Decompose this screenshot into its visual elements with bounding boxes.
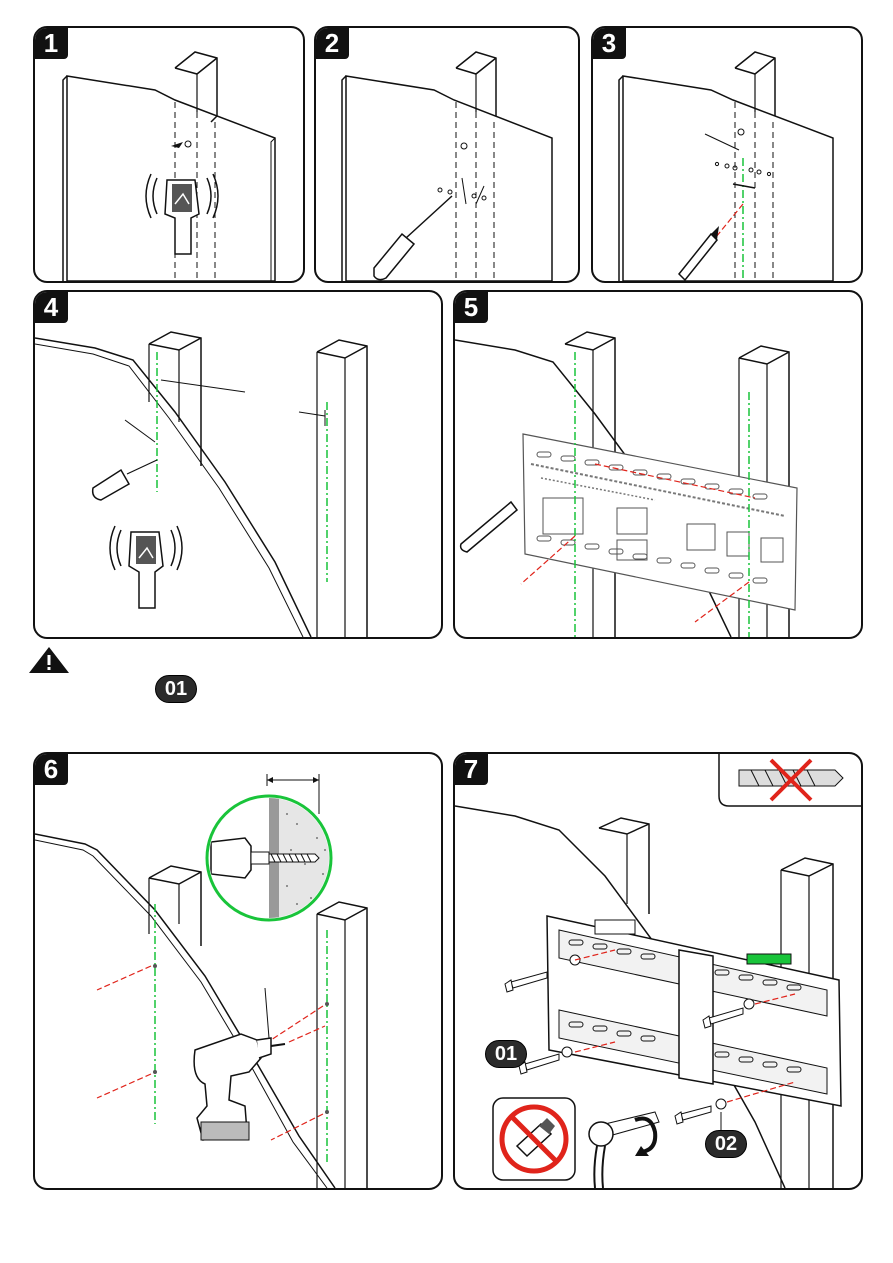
step-7-panel: 7 [453, 752, 863, 1190]
step-7-number: 7 [454, 753, 488, 785]
socket-wrench-icon [589, 1112, 659, 1188]
warning-part-label: 01 [155, 675, 197, 703]
step-4-number: 4 [34, 291, 68, 323]
step-2-illustration [316, 28, 578, 281]
step-1-number: 1 [34, 27, 68, 59]
step-3-illustration [593, 28, 861, 281]
step-5-illustration [455, 292, 861, 637]
warning-note [27, 645, 71, 680]
step-3-number: 3 [592, 27, 626, 59]
step-6-illustration [35, 754, 441, 1188]
drill-depth-detail [207, 774, 339, 924]
step-4-panel: 4 [33, 290, 443, 639]
step-6-panel: 6 [33, 752, 443, 1190]
no-power-driver-icon [493, 1098, 575, 1180]
warning-triangle-icon [27, 645, 71, 675]
step-2-number: 2 [315, 27, 349, 59]
step-2-panel: 2 [314, 26, 580, 283]
step-5-panel: 5 [453, 290, 863, 639]
step-7-illustration [455, 754, 861, 1188]
step-5-number: 5 [454, 291, 488, 323]
step-3-panel: 3 [591, 26, 863, 283]
mounting-template [523, 434, 797, 610]
step-6-number: 6 [34, 753, 68, 785]
no-wall-anchor-icon [739, 760, 843, 800]
part-02-label: 02 [705, 1130, 747, 1158]
pencil-icon [461, 502, 517, 552]
step-1-illustration [35, 28, 303, 281]
stud-finder-icon [110, 526, 182, 608]
drill-icon [194, 988, 285, 1140]
wall-plate [547, 916, 841, 1106]
part-01-label: 01 [485, 1040, 527, 1068]
awl-icon [93, 460, 157, 500]
step-1-panel: 1 [33, 26, 305, 283]
step-4-illustration [35, 292, 441, 637]
